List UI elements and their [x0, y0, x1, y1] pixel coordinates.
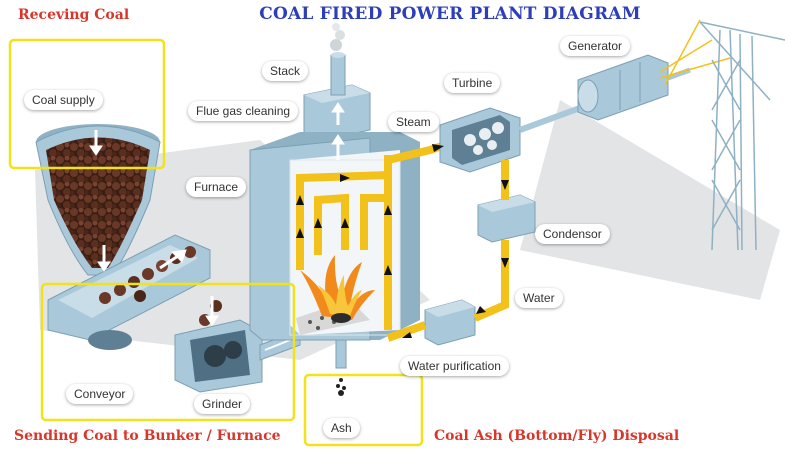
turbine-unit — [439, 105, 582, 173]
flue-gas-cleaning-label: Flue gas cleaning — [188, 101, 299, 121]
sending-coal-box — [40, 282, 296, 422]
condenser-unit — [477, 194, 536, 243]
water-purification-label: Water purification — [400, 356, 509, 376]
stack-label: Stack — [262, 61, 309, 81]
receiving-coal-heading: Receving Coal — [18, 7, 130, 23]
generator-unit — [577, 54, 691, 121]
sending-coal-heading: Sending Coal to Bunker / Furnace — [14, 428, 281, 444]
diagram-title: COAL FIRED POWER PLANT DIAGRAM — [259, 4, 641, 24]
ash-disposal-box — [303, 373, 424, 447]
coal-hopper — [35, 124, 161, 276]
ash-label: Ash — [323, 418, 360, 438]
water-label: Water — [515, 288, 563, 308]
turbine-label: Turbine — [444, 73, 501, 93]
receiving-coal-box — [8, 38, 166, 170]
grinder-label: Grinder — [194, 394, 251, 414]
water-purification-unit — [424, 299, 476, 346]
coal-supply-label: Coal supply — [24, 90, 103, 110]
conveyor-label: Conveyor — [66, 384, 134, 404]
coal-flow-arrows — [89, 102, 345, 326]
grinder-unit — [174, 300, 263, 393]
highlight-boxes — [8, 38, 424, 447]
condensor-label: Condensor — [535, 224, 610, 244]
furnace-flames — [300, 255, 375, 323]
furnace-label: Furnace — [186, 177, 247, 197]
generator-label: Generator — [560, 36, 631, 56]
ash-chute — [335, 339, 347, 396]
ash-disposal-heading: Coal Ash (Bottom/Fly) Disposal — [434, 428, 680, 444]
steam-label: Steam — [388, 112, 439, 132]
transmission-tower — [699, 21, 785, 251]
flow-arrows — [296, 144, 509, 338]
